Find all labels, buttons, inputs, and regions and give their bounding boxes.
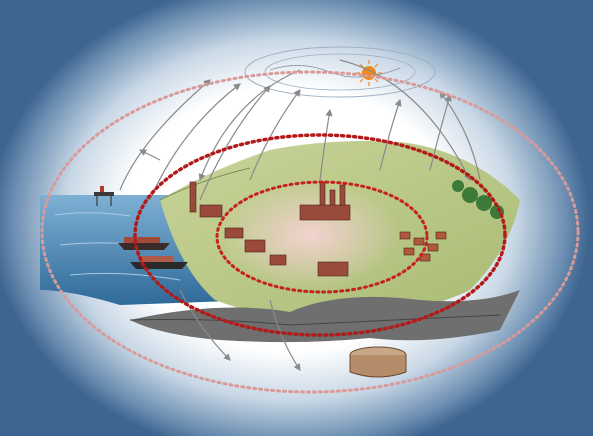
- well-icon: [349, 346, 407, 378]
- outer-zone-boundary: [40, 70, 580, 394]
- air-flow-arrows: [119, 59, 481, 371]
- house-icon: [399, 231, 447, 262]
- ship-icon: [118, 237, 170, 250]
- tree-icon: [452, 180, 504, 219]
- factory-icon: [189, 181, 351, 277]
- oil-platform-icon: [94, 186, 114, 206]
- atmosphere-rings: [244, 46, 436, 98]
- middle-zone-boundary: [133, 133, 507, 337]
- inner-zone-boundary: [215, 180, 429, 294]
- land: [159, 141, 520, 318]
- sun-icon: [356, 60, 382, 86]
